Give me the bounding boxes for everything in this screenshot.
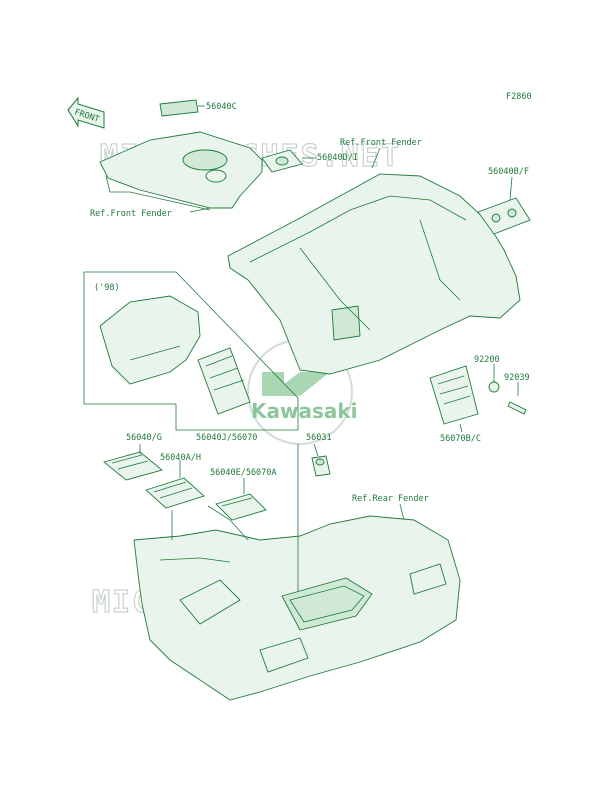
kawasaki-logo: Kawasaki bbox=[247, 339, 358, 445]
front-fender-upper-left bbox=[99, 131, 263, 211]
logo-text: Kawasaki bbox=[251, 399, 358, 423]
label-56040di: 56040D/I bbox=[317, 153, 358, 163]
label-56040j-56070: 56040J/56070 bbox=[196, 433, 257, 443]
label-56040bf: 56040B/F bbox=[488, 167, 529, 177]
decal-56070bc bbox=[429, 365, 479, 425]
label-56040c: 56040C bbox=[206, 102, 237, 112]
part-56031 bbox=[311, 455, 331, 477]
label-ref-front-fender-2: Ref.Front Fender bbox=[340, 138, 422, 148]
inset-98-box bbox=[83, 271, 299, 431]
label-56031: 56031 bbox=[306, 433, 332, 443]
front-arrow-icon: FRONT bbox=[67, 96, 105, 129]
decal-56040g bbox=[103, 451, 163, 481]
decal-56040e-56070a bbox=[215, 493, 267, 521]
label-ref-rear-fender: Ref.Rear Fender bbox=[352, 494, 429, 504]
decal-56040bf bbox=[477, 197, 531, 235]
decal-56040c bbox=[159, 99, 199, 117]
washer-92200 bbox=[488, 381, 500, 393]
label-56070bc: 56070B/C bbox=[440, 434, 481, 444]
decal-56040di bbox=[261, 149, 303, 173]
bolt-92039 bbox=[507, 382, 527, 415]
label-92200: 92200 bbox=[474, 355, 500, 365]
decal-56040j bbox=[197, 347, 251, 415]
rear-fender-main bbox=[133, 505, 461, 701]
label-56040e-56070a: 56040E/56070A bbox=[210, 468, 277, 478]
label-98: ('98) bbox=[94, 283, 120, 293]
decal-56040ah bbox=[145, 477, 205, 509]
front-fender-main bbox=[227, 173, 521, 375]
figure-code: F2860 bbox=[506, 92, 532, 102]
inset-fender bbox=[99, 295, 201, 385]
label-ref-front-fender-1: Ref.Front Fender bbox=[90, 209, 172, 219]
label-92039: 92039 bbox=[504, 373, 530, 383]
label-56040ah: 56040A/H bbox=[160, 453, 201, 463]
label-56040g: 56040/G bbox=[126, 433, 162, 443]
